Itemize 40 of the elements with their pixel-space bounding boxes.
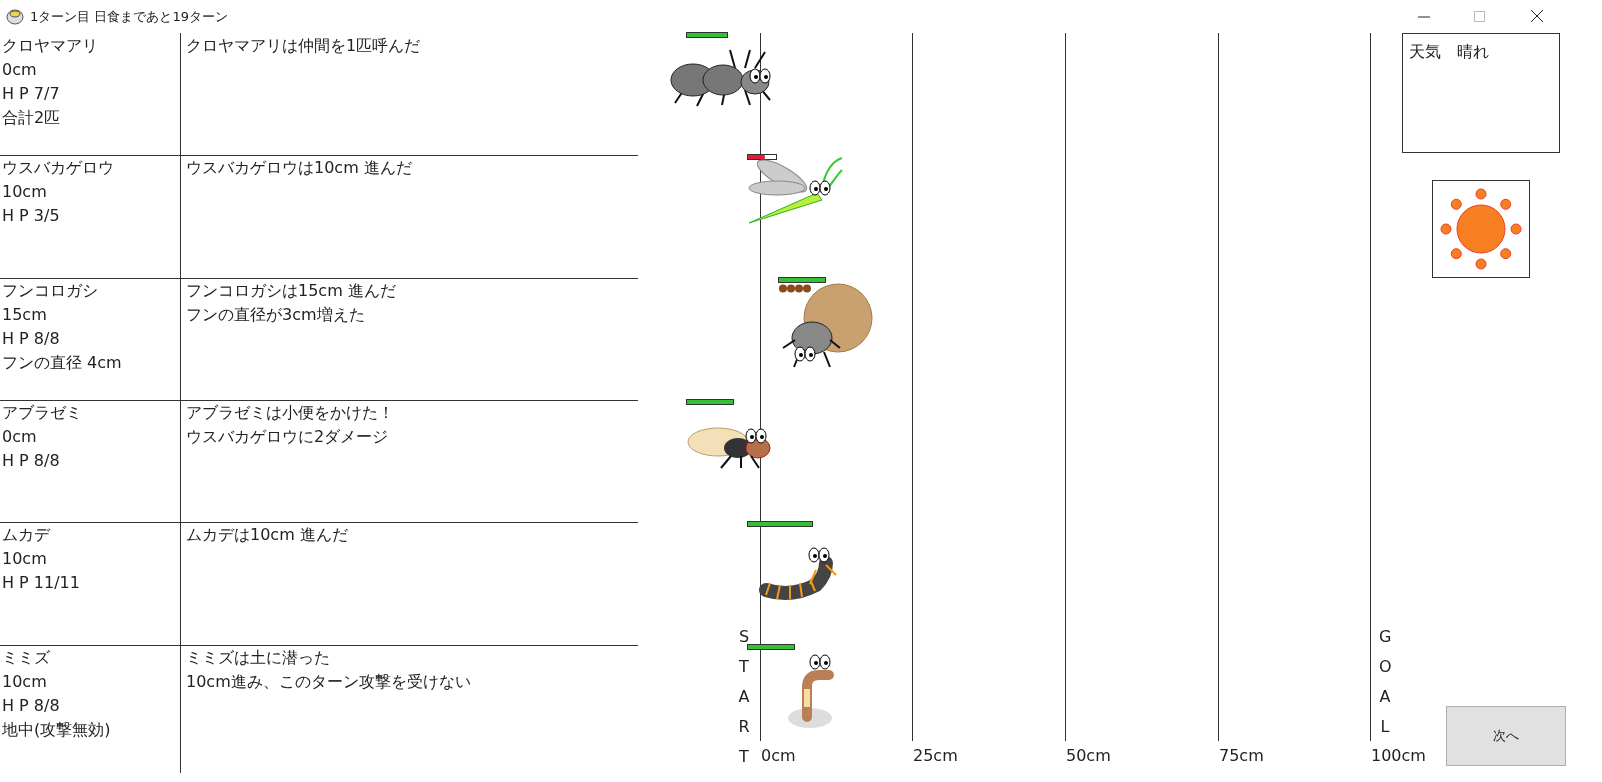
creature-name: アブラゼミ <box>2 403 82 423</box>
stat-text: フンの直径 4cm <box>2 353 122 373</box>
stat-text: 0cm <box>2 427 37 447</box>
creature-name: クロヤマアリ <box>2 36 98 56</box>
axis-tick-label: 25cm <box>913 746 958 766</box>
creature-name: ウスバカゲロウ <box>2 158 114 178</box>
log-message: ムカデは10cm 進んだ <box>186 525 348 545</box>
stat-text: 15cm <box>2 305 47 325</box>
log-message: フンの直径が3cm増えた <box>186 305 365 325</box>
log-message: クロヤマアリは仲間を1匹呼んだ <box>186 36 421 56</box>
stat-text: H P 11/11 <box>2 573 80 593</box>
creature-name: フンコロガシ <box>2 281 98 301</box>
stat-text: 10cm <box>2 182 47 202</box>
axis-tick-label: 0cm <box>761 746 796 766</box>
stat-text: 0cm <box>2 60 37 80</box>
axis-tick-label: 100cm <box>1371 746 1426 766</box>
stat-text: 10cm <box>2 672 47 692</box>
axis-tick-label: 75cm <box>1219 746 1264 766</box>
stat-text: H P 8/8 <box>2 696 60 716</box>
start-label: START <box>738 626 750 768</box>
window-title: 1ターン目 日食まであと19ターン <box>30 8 228 26</box>
stat-text: 10cm <box>2 549 47 569</box>
creature-name: ムカデ <box>2 525 50 545</box>
goal-label: GOAL <box>1379 626 1391 738</box>
creature-name: ミミズ <box>2 648 50 668</box>
stat-text: 地中(攻撃無効) <box>2 720 111 740</box>
log-message: フンコロガシは15cm 進んだ <box>186 281 396 301</box>
stat-text: H P 7/7 <box>2 84 60 104</box>
axis-tick-label: 50cm <box>1066 746 1111 766</box>
log-message: ウスバカゲロウは10cm 進んだ <box>186 158 412 178</box>
stat-text: H P 8/8 <box>2 451 60 471</box>
log-message: アブラゼミは小便をかけた！ <box>186 403 394 423</box>
stat-text: H P 3/5 <box>2 206 60 226</box>
log-message: 10cm進み、このターン攻撃を受けない <box>186 672 471 692</box>
log-message: ウスバカゲロウに2ダメージ <box>186 427 389 447</box>
weather-text: 天気 晴れ <box>1409 42 1489 62</box>
stat-text: 合計2匹 <box>2 108 61 128</box>
stat-text: H P 8/8 <box>2 329 60 349</box>
next-button: 次へ <box>1446 706 1566 766</box>
log-message: ミミズは土に潜った <box>186 648 330 668</box>
